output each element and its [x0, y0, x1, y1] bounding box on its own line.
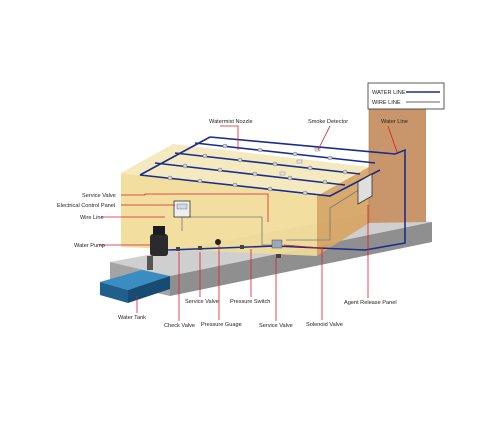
- water-line-ceiling-5: [209, 136, 396, 155]
- label-solenoid-valve: Solenoid Valve: [306, 322, 343, 328]
- water-line-riser: [364, 148, 406, 251]
- room-ceiling: [121, 144, 369, 196]
- label-pressure-guage: Pressure Guage: [201, 322, 242, 328]
- callout-labels: Watermist Nozzle Smoke Detector Water Li…: [57, 119, 408, 329]
- supply-fittings: [176, 239, 283, 258]
- legend-water-line-label: WATER LINE: [372, 90, 406, 96]
- label-water-line: Water Line: [381, 119, 408, 125]
- label-check-valve: Check Valve: [164, 323, 195, 329]
- label-agent-release-panel: Agent Release Panel: [344, 300, 397, 306]
- label-water-tank: Water Tank: [118, 315, 146, 321]
- label-watermist-nozzle: Watermist Nozzle: [209, 119, 253, 125]
- floor-side: [170, 222, 432, 296]
- label-wire-line: Wire Line: [80, 215, 104, 221]
- callout-leaders: [99, 125, 398, 321]
- electrical-control-panel: [173, 200, 191, 218]
- water-line-cross: [139, 136, 211, 176]
- legend-wire-line-label: WIRE LINE: [372, 100, 401, 106]
- legend: WATER LINE WIRE LINE: [367, 82, 445, 110]
- label-electrical-control-panel: Electrical Control Panel: [57, 203, 115, 209]
- nozzles: [167, 143, 348, 196]
- water-tank: [100, 270, 170, 303]
- label-smoke-detector: Smoke Detector: [308, 119, 348, 125]
- label-service-valve-bottom: Service Valve: [185, 299, 219, 305]
- label-service-valve-top: Service Valve: [82, 193, 116, 199]
- water-pump: [147, 226, 168, 270]
- wire-lines: [181, 185, 366, 246]
- label-service-valve-right: Service Valve: [259, 323, 293, 329]
- agent-release-panel: [357, 173, 373, 205]
- smoke-detectors: [279, 147, 321, 176]
- room-tall-right-wall: [369, 98, 426, 223]
- label-pressure-switch: Pressure Switch: [230, 299, 270, 305]
- label-water-pump: Water Pump: [74, 243, 105, 249]
